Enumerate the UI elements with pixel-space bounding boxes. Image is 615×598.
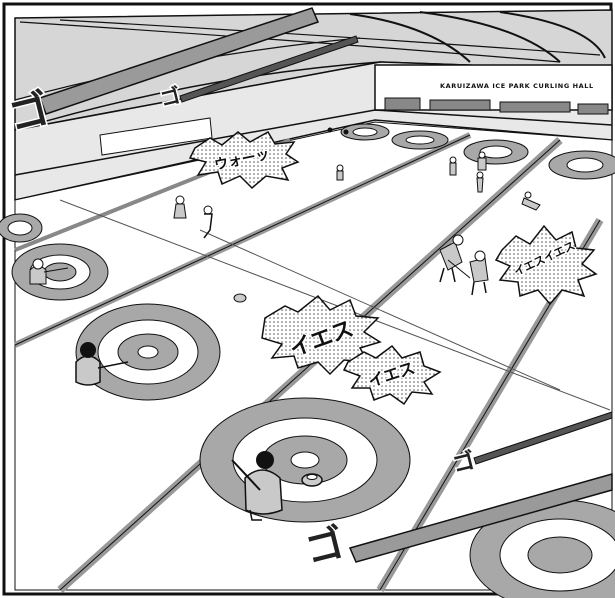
- sfx-rumble-top: ゴ ゴ: [3, 7, 359, 142]
- player-sweepers-right: [439, 234, 489, 296]
- curling-stone-mid: [233, 293, 247, 303]
- players-distant: [173, 127, 541, 239]
- house-center-near: [199, 397, 411, 523]
- house-left-near: [75, 303, 221, 401]
- player-left-mid: [29, 258, 69, 285]
- back-wall: KARUIZAWA ICE PARK CURLING HALL: [14, 61, 613, 201]
- shout-burst-lower: イエス: [342, 344, 442, 406]
- player-skip-near: [231, 451, 283, 521]
- shout-burst-right: イエスイエス: [494, 224, 598, 306]
- player-crouching-left: [75, 342, 129, 386]
- arena-roof: [14, 9, 613, 131]
- arena-sign: KARUIZAWA ICE PARK CURLING HALL: [440, 82, 594, 90]
- house-left-far: [0, 213, 43, 243]
- house-left-mid: [11, 243, 109, 301]
- shout-burst-center: イエス: [261, 294, 382, 376]
- shout-burst-top: ウォーッ: [188, 130, 300, 190]
- curling-stone-center: [301, 473, 323, 487]
- house-right-near: [469, 499, 615, 598]
